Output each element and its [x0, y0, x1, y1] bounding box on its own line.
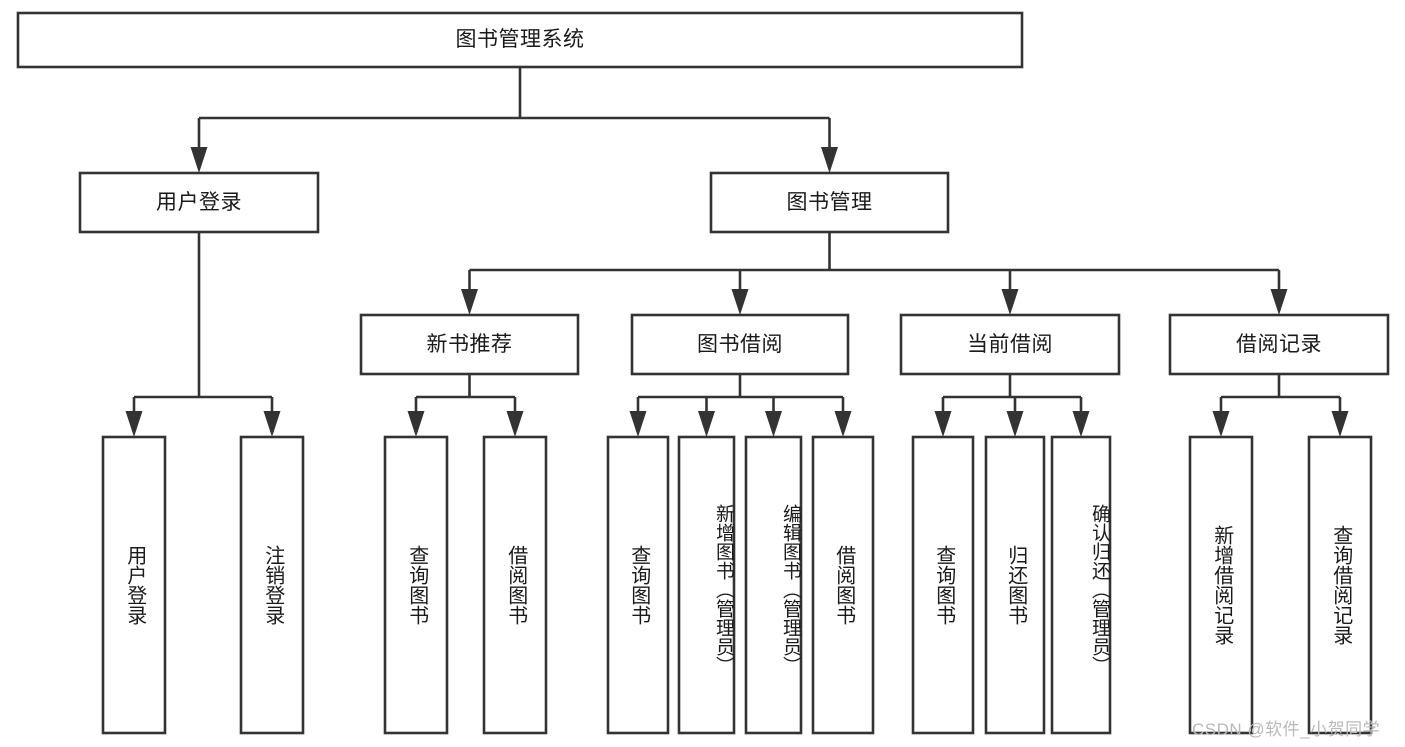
node-new-book-recommend[interactable]	[361, 315, 578, 374]
node-box-leaf-user-login[interactable]	[101, 435, 167, 735]
arrow-head-icon	[125, 411, 143, 437]
arrow-head-icon	[1001, 289, 1019, 315]
node-box-new-book-recommend[interactable]	[359, 313, 580, 376]
node-box-leaf-confirm-return-admin[interactable]	[1050, 435, 1112, 735]
node-box-leaf-add-borrow-record[interactable]	[1188, 435, 1254, 735]
node-leaf-borrow-book-recommend[interactable]	[484, 437, 546, 733]
arrow-head-icon	[834, 411, 852, 437]
node-box-book-manage[interactable]	[709, 171, 950, 234]
node-leaf-borrow-book[interactable]	[813, 437, 873, 733]
arrow-head-icon	[698, 411, 715, 437]
node-user-login[interactable]	[80, 173, 318, 232]
arrow-head-icon	[190, 147, 208, 173]
node-leaf-query-book-borrow[interactable]	[608, 437, 668, 733]
node-leaf-return-book[interactable]	[986, 437, 1044, 733]
node-leaf-query-book-current[interactable]	[913, 437, 973, 733]
node-box-user-login[interactable]	[78, 171, 320, 234]
node-box-borrow-record[interactable]	[1168, 313, 1390, 376]
node-leaf-edit-book-admin[interactable]	[746, 437, 801, 733]
node-box-leaf-query-book-recommend[interactable]	[383, 435, 449, 735]
arrow-head-icon	[461, 289, 478, 315]
arrow-head-icon	[506, 411, 524, 437]
node-leaf-confirm-return-admin[interactable]	[1052, 437, 1110, 733]
arrow-head-icon	[1331, 411, 1349, 437]
node-leaf-query-borrow-record[interactable]	[1309, 437, 1371, 733]
arrow-head-icon	[407, 411, 425, 437]
node-box-leaf-logout-login[interactable]	[239, 435, 305, 735]
node-current-borrow[interactable]	[901, 315, 1119, 374]
node-box-leaf-query-book-current[interactable]	[911, 435, 975, 735]
node-box-leaf-edit-book-admin[interactable]	[744, 435, 803, 735]
arrow-head-icon	[263, 411, 281, 437]
box-layer	[16, 11, 1390, 735]
arrow-head-icon	[934, 411, 952, 437]
node-leaf-user-login[interactable]	[103, 437, 165, 733]
node-root[interactable]	[18, 13, 1022, 67]
node-book-manage[interactable]	[711, 173, 948, 232]
node-box-root[interactable]	[16, 11, 1024, 69]
arrow-head-icon	[731, 289, 749, 315]
node-leaf-add-book-admin[interactable]	[679, 437, 734, 733]
node-box-current-borrow[interactable]	[899, 313, 1121, 376]
node-borrow-record[interactable]	[1170, 315, 1388, 374]
node-box-leaf-query-borrow-record[interactable]	[1307, 435, 1373, 735]
node-leaf-logout-login[interactable]	[241, 437, 303, 733]
node-leaf-add-borrow-record[interactable]	[1190, 437, 1252, 733]
arrow-head-icon	[821, 147, 838, 173]
arrow-head-icon	[1212, 411, 1230, 437]
node-book-borrow[interactable]	[632, 315, 848, 374]
arrow-head-icon	[1072, 411, 1090, 437]
arrow-head-icon	[1270, 289, 1288, 315]
node-box-leaf-return-book[interactable]	[984, 435, 1046, 735]
node-box-book-borrow[interactable]	[630, 313, 850, 376]
node-box-leaf-query-book-borrow[interactable]	[606, 435, 670, 735]
connector-layer	[125, 67, 1349, 437]
node-leaf-query-book-recommend[interactable]	[385, 437, 447, 733]
arrow-head-icon	[765, 411, 782, 437]
node-box-leaf-add-book-admin[interactable]	[677, 435, 736, 735]
node-box-leaf-borrow-book-recommend[interactable]	[482, 435, 548, 735]
arrow-head-icon	[629, 411, 647, 437]
node-box-leaf-borrow-book[interactable]	[811, 435, 875, 735]
arrow-head-icon	[1006, 411, 1024, 437]
